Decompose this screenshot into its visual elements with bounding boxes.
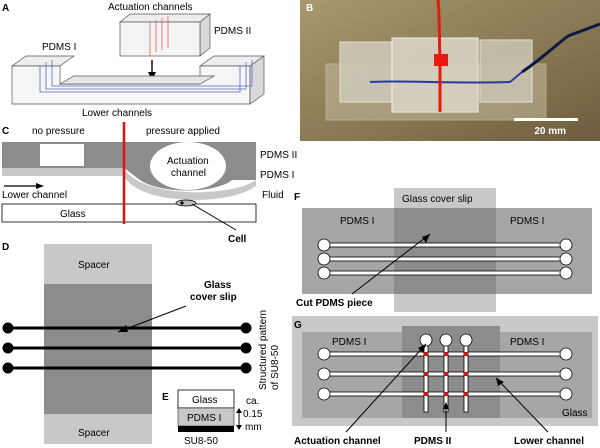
pdms-i-right-label: PDMS I xyxy=(510,216,544,227)
pdms-ii-side-label: PDMS II xyxy=(260,150,297,161)
pdms-ii-label: PDMS II xyxy=(414,436,451,447)
glass-label: Glass xyxy=(60,209,86,220)
glass-cover-slip-label: Glass cover slip xyxy=(402,194,473,205)
panel-c-label: C xyxy=(2,126,9,137)
spacer-bottom-area xyxy=(44,414,152,444)
cut-pdms-pointer xyxy=(351,233,431,295)
panel-g-label: G xyxy=(294,320,302,331)
cell-nucleus xyxy=(180,201,184,205)
lower-channels-label: Lower channels xyxy=(82,108,152,119)
panel-d: D Spacer Spacer Glass cover slip Structu… xyxy=(0,236,290,448)
pdms-ii-label: PDMS II xyxy=(214,26,251,37)
panel-d-label: D xyxy=(2,242,9,253)
actuation-channel-left xyxy=(40,144,84,166)
deformed-layers xyxy=(124,142,256,200)
cover-slip-pointer-head xyxy=(118,325,128,332)
actuation-channel-label-1: Actuation xyxy=(167,156,209,167)
pdms-i-right-label: PDMS I xyxy=(510,337,544,348)
cut-pdms-label: Cut PDMS piece xyxy=(296,298,373,309)
flow-arrowhead xyxy=(36,183,44,189)
pdms-ii-block xyxy=(119,13,211,57)
cell-label: Cell xyxy=(228,234,247,245)
channel-crossings xyxy=(424,352,468,396)
layer-su8-label: SU8-50 xyxy=(184,436,218,447)
panel-f-label: F xyxy=(294,192,300,203)
panel-b-label: B xyxy=(306,3,314,14)
pressure-applied-label: pressure applied xyxy=(146,126,220,137)
spacer-bottom-label: Spacer xyxy=(78,428,110,439)
thickness-arrowhead-top xyxy=(236,408,242,413)
panel-c-diagram: C no pressure pressure applied Actuation… xyxy=(1,122,297,245)
lower-channel-label: Lower channel xyxy=(514,436,584,447)
pdms-i-block xyxy=(10,55,266,105)
pdms-i-label: PDMS I xyxy=(42,42,76,53)
cut-pdms-area xyxy=(394,208,496,294)
panel-a: A Actuation channels PDMS II PDMS I xyxy=(0,0,300,122)
thickness-arrowhead-bottom xyxy=(236,425,242,430)
actuation-channel-label-2: channel xyxy=(171,168,206,179)
panel-b-photo: B 20 mm xyxy=(300,0,600,141)
structured-pattern-label-2: of SU8-50 xyxy=(270,345,281,390)
panel-g-diagram: G PDMS I PDMS I Glass xyxy=(292,316,598,447)
actuation-pointer-head xyxy=(418,344,426,353)
actuation-channels-label: Actuation channels xyxy=(108,2,193,13)
panel-d-diagram: D Spacer Spacer Glass cover slip Structu… xyxy=(2,242,281,444)
scale-bar-label: 20 mm xyxy=(534,126,566,137)
fluid-label: Fluid xyxy=(262,190,284,201)
glass-cover-slip-label-1: Glass xyxy=(204,280,232,291)
device-photo xyxy=(300,0,600,141)
panel-c: C no pressure pressure applied Actuation… xyxy=(0,122,310,248)
actuation-channels xyxy=(419,333,473,413)
scale-bar xyxy=(514,118,578,121)
actuation-pointer xyxy=(345,343,427,433)
panel-e-diagram: E Glass PDMS I SU8-50 ca. 0.15 mm xyxy=(162,389,263,447)
pdms-i-layer-left xyxy=(2,168,124,176)
structured-pattern-label-1: Structured pattern xyxy=(258,310,269,390)
cell-shape xyxy=(175,199,197,207)
glass-cover-slip-label-2: cover slip xyxy=(190,292,237,303)
panel-e-label: E xyxy=(162,392,169,403)
spacer-top-label: Spacer xyxy=(78,260,110,271)
layer-glass-label: Glass xyxy=(192,395,218,406)
su8-channels xyxy=(2,322,252,374)
cell-pointer xyxy=(191,203,237,231)
no-pressure-label: no pressure xyxy=(32,126,85,137)
lower-channels xyxy=(317,238,573,280)
panel-f: F Glass cover slip PDMS I PDMS I Cut PDM… xyxy=(292,188,600,312)
layer-pdms-label: PDMS I xyxy=(187,413,221,424)
lower-channel-pointer-head xyxy=(496,378,504,386)
thickness-label-1: ca. xyxy=(246,396,259,407)
glass-label: Glass xyxy=(562,408,588,419)
pdms-i-left-label: PDMS I xyxy=(332,337,366,348)
panel-f-diagram: F Glass cover slip PDMS I PDMS I Cut PDM… xyxy=(294,188,592,312)
thickness-label-3: mm xyxy=(245,422,262,433)
lower-channel-pointer xyxy=(495,377,549,433)
layer-su8 xyxy=(178,426,234,432)
actuation-channel-label: Actuation channel xyxy=(294,436,381,447)
panel-e: E Glass PDMS I SU8-50 ca. 0.15 mm xyxy=(160,388,264,448)
panel-g: G PDMS I PDMS I Glass xyxy=(292,312,600,448)
glass-substrate xyxy=(1,203,257,223)
thickness-label-2: 0.15 xyxy=(243,409,263,420)
cover-slip-pointer xyxy=(117,305,187,333)
lower-channel-label: Lower channel xyxy=(2,190,67,201)
pdms-ii-pointer-head xyxy=(443,402,449,409)
pdms-i-side-label: PDMS I xyxy=(260,170,294,181)
pdms-i-left-label: PDMS I xyxy=(340,216,374,227)
panel-a-diagram: A Actuation channels PDMS II PDMS I xyxy=(2,2,266,119)
cut-pdms-pointer-head xyxy=(422,234,430,243)
panel-a-label: A xyxy=(2,3,9,14)
